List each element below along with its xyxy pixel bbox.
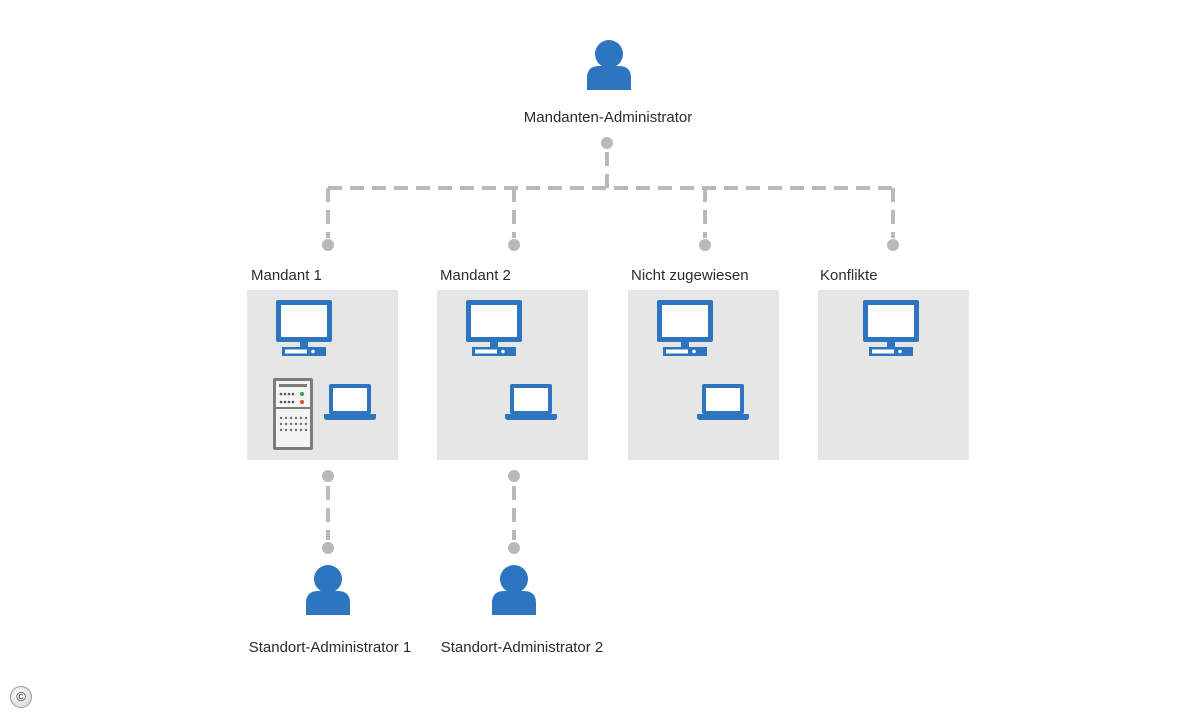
connector-dot (322, 470, 334, 482)
connector-dot (322, 542, 334, 554)
copyright-badge: © (10, 686, 32, 708)
connector-lines (326, 152, 895, 540)
site-admin-2-label: Standort-Administrator 2 (440, 639, 604, 656)
connector-dots (322, 137, 899, 554)
group-label-mandant-1: Mandant 1 (251, 267, 322, 284)
group-label-nicht-zugewiesen: Nicht zugewiesen (631, 267, 749, 284)
connector-dot (508, 470, 520, 482)
site-admin-2-person-icon (492, 565, 536, 615)
connector-dot (887, 239, 899, 251)
desktop-icon (276, 300, 332, 356)
site-admin-1-label: Standort-Administrator 1 (248, 639, 412, 656)
tenant-admin-label: Mandanten-Administrator (523, 109, 693, 126)
server-tower-icon (272, 377, 314, 451)
connector-dot (508, 239, 520, 251)
site-admin-1-person-icon (306, 565, 350, 615)
desktop-icon (466, 300, 522, 356)
connector-dot (601, 137, 613, 149)
laptop-icon (697, 384, 749, 420)
desktop-icon (657, 300, 713, 356)
connector-dot (699, 239, 711, 251)
connector-dot (322, 239, 334, 251)
group-label-konflikte: Konflikte (820, 267, 878, 284)
desktop-icon (863, 300, 919, 356)
admin-person-icon (587, 40, 631, 90)
laptop-icon (505, 384, 557, 420)
connector-dot (508, 542, 520, 554)
laptop-icon (324, 384, 376, 420)
group-label-mandant-2: Mandant 2 (440, 267, 511, 284)
